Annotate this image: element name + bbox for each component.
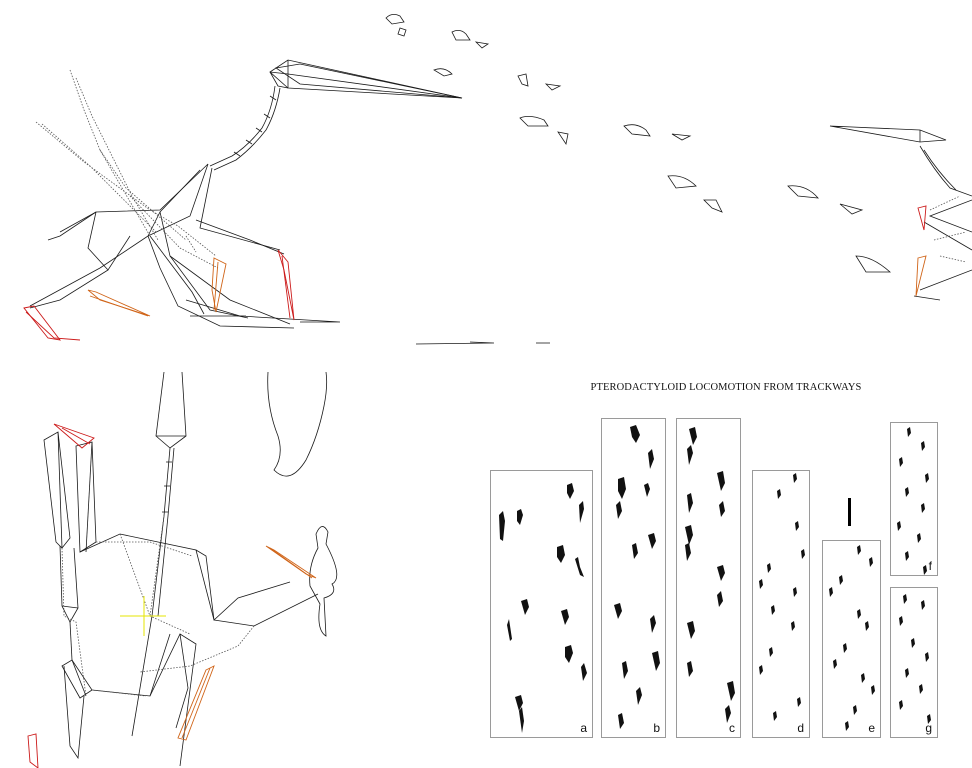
pes-orange-wireframe (87, 255, 927, 317)
side-view-wireframe-panel (0, 0, 972, 352)
trackway-prints-d (759, 473, 805, 721)
trackway-prints-f (897, 427, 929, 575)
trackway-figure-title: PTERODACTYLOID LOCOMOTION FROM TRACKWAYS (590, 382, 862, 393)
manus-red-wireframe (23, 205, 927, 341)
body-limbs-wireframe (29, 163, 550, 345)
footprint-outlines (385, 14, 892, 273)
neck-wireframe (209, 85, 281, 171)
trackway-label-f: f (928, 559, 932, 573)
top-down-wireframe-panel (0, 366, 360, 768)
scale-bar (848, 498, 851, 526)
center-of-mass-crosshair-icon (120, 596, 166, 636)
trackway-box-a: a (490, 470, 593, 738)
trackway-box-c: c (676, 418, 741, 738)
trackway-prints-b (614, 425, 660, 729)
trackway-label-g: g (925, 721, 932, 735)
head-neck-wireframe (131, 371, 187, 737)
trackway-label-a: a (580, 721, 587, 735)
trackway-label-c: c (729, 721, 735, 735)
skull-wireframe (269, 59, 463, 99)
top-down-wireframe (27, 371, 338, 768)
trackway-prints-a (499, 483, 587, 733)
trackway-label-b: b (653, 721, 660, 735)
wing-outline (267, 371, 338, 637)
far-side-dotted (61, 515, 255, 697)
manus-red (27, 423, 95, 768)
trackway-box-d: d (752, 470, 810, 738)
trackway-prints-g (899, 594, 931, 724)
pes-orange (177, 545, 317, 741)
legs-wireframe (59, 545, 79, 661)
side-view-wireframe (23, 14, 972, 345)
limbs-wireframe (43, 431, 319, 767)
trackway-box-b: b (601, 418, 666, 738)
trackway-box-g: g (890, 587, 938, 738)
trackway-box-f: f (890, 422, 938, 576)
trackway-prints-c (685, 427, 735, 723)
trackway-prints-e (829, 545, 875, 731)
trackway-label-e: e (868, 721, 875, 735)
second-skull-wireframe (829, 125, 972, 301)
trackway-figure-panel: PTERODACTYLOID LOCOMOTION FROM TRACKWAYS… (480, 374, 972, 768)
trackway-label-d: d (797, 721, 804, 735)
trackway-box-e: e (822, 540, 881, 738)
far-side-limbs-dotted (35, 69, 967, 269)
